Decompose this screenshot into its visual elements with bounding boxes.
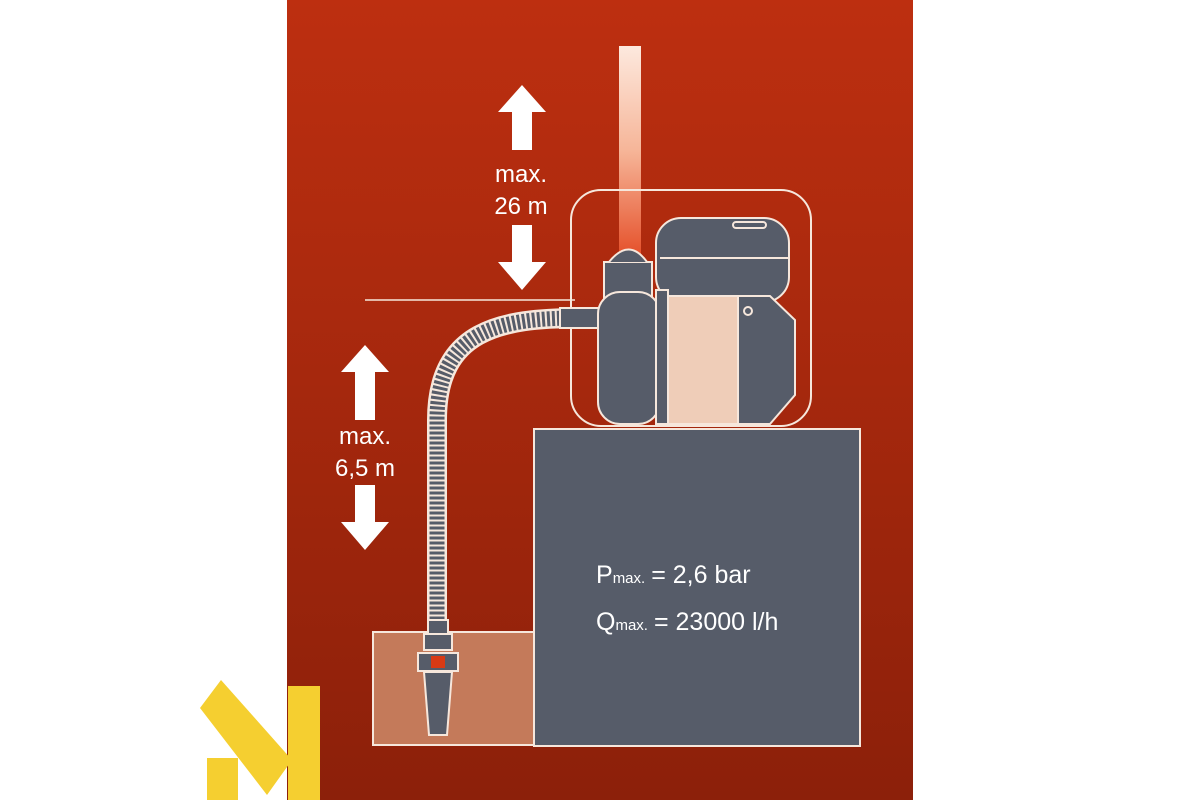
pressure-spec: Pmax.= 2,6 bar: [596, 561, 751, 589]
suction-depth-label: 6,5 m: [335, 455, 395, 482]
brand-logo: [200, 680, 320, 800]
discharge-height-label: 26 m: [494, 193, 547, 220]
suction-hose: [429, 310, 581, 625]
arrow-down-icon: [341, 485, 389, 550]
arrow-down-icon: [498, 225, 546, 290]
flow-spec: Qmax.= 23000 l/h: [596, 608, 778, 636]
arrow-up-icon: [341, 345, 389, 420]
discharge-max-label: max.: [495, 161, 547, 188]
arrow-up-icon: [498, 85, 546, 150]
tank-box: [533, 428, 861, 747]
foot-valve-filter: [417, 619, 459, 736]
water-source: [372, 631, 535, 746]
pump: [559, 217, 796, 425]
suction-max-label: max.: [339, 423, 391, 450]
discharge-pipe: [619, 46, 641, 256]
